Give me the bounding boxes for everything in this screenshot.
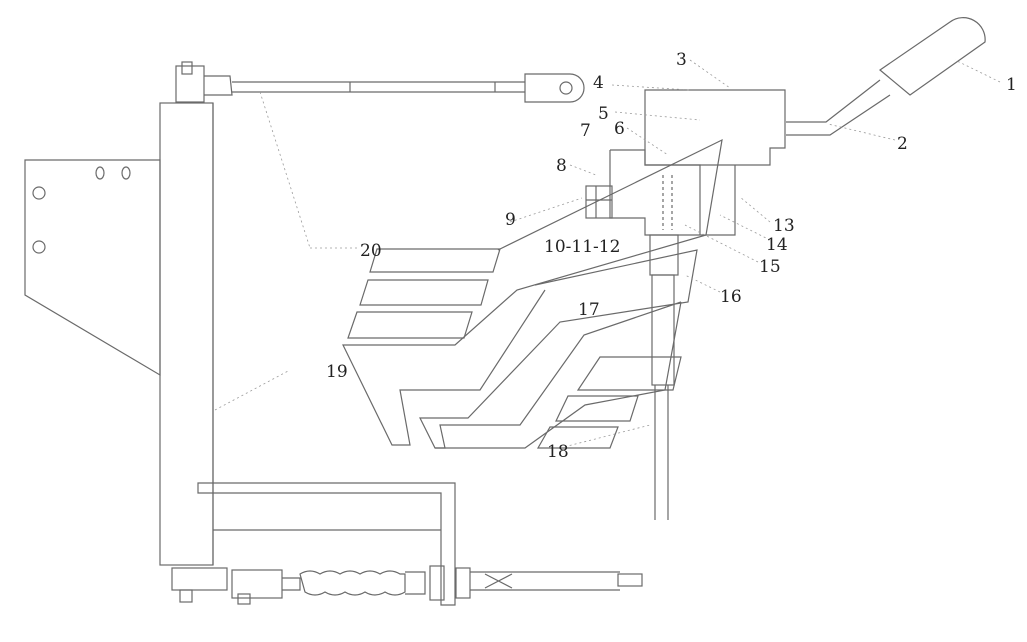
cable-nut (429, 565, 445, 601)
callout-4: 4 (593, 73, 604, 93)
callout-14: 14 (766, 235, 788, 255)
callout-5: 5 (598, 104, 609, 124)
callout-1: 1 (1006, 75, 1017, 95)
l-bracket-arm (197, 482, 456, 606)
callout-9: 9 (505, 210, 516, 230)
shift-slot (555, 395, 639, 422)
bracket-hole (121, 166, 131, 180)
cable-sheath (470, 571, 620, 591)
bottom-clevis (171, 567, 228, 591)
shift-slot (359, 279, 489, 306)
callout-10-11-12: 10-11-12 (544, 237, 620, 257)
callout-6: 6 (614, 119, 625, 139)
threaded-rod (654, 385, 669, 520)
callout-13: 13 (773, 216, 795, 236)
callout-8: 8 (556, 156, 567, 176)
callout-18: 18 (547, 442, 569, 462)
callout-20: 20 (360, 241, 382, 261)
shift-slot (369, 248, 501, 273)
housing-lower (609, 149, 736, 236)
bracket-hole (32, 240, 46, 254)
bracket-hole (32, 186, 46, 200)
shift-slot (347, 311, 473, 339)
vertical-shaft (159, 102, 214, 566)
callout-19: 19 (326, 362, 348, 382)
lever-knob (879, 17, 986, 96)
shift-plate-9 (342, 138, 723, 446)
lever-shaft (786, 79, 891, 136)
shift-slot (536, 426, 619, 449)
side-bracket (585, 185, 613, 219)
top-rod (232, 81, 525, 93)
callout-17: 17 (578, 300, 600, 320)
callout-16: 16 (720, 287, 742, 307)
bracket-hole (95, 166, 105, 180)
shift-plate-17 (419, 249, 698, 449)
rod-end-eye (524, 73, 585, 103)
rubber-boot (299, 570, 406, 596)
callout-15: 15 (759, 257, 781, 277)
callout-7: 7 (580, 121, 591, 141)
callout-2: 2 (897, 134, 908, 154)
shift-slot (576, 356, 682, 391)
top-clevis (175, 65, 205, 103)
callout-3: 3 (676, 50, 687, 70)
